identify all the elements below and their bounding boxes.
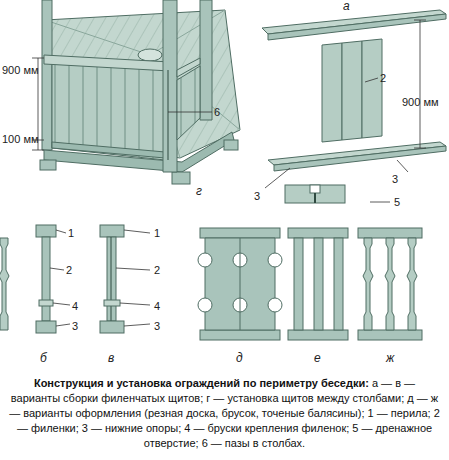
callout-number: 4 — [154, 300, 160, 312]
caption-block: Конструкция и установка ограждений по пе… — [8, 376, 441, 451]
figure-letter: д — [236, 352, 243, 364]
callout-number: 100 мм — [2, 133, 39, 145]
callout-number: 5 — [394, 196, 400, 208]
callout-number: 3 — [392, 173, 398, 185]
caption-title: Конструкция и установка ограждений по пе… — [34, 377, 369, 389]
figure-letter: а — [343, 0, 350, 12]
illustration — [0, 0, 449, 370]
callout-number: 1 — [154, 227, 160, 239]
callout-number: 1 — [68, 227, 74, 239]
callout-number: 900 мм — [402, 96, 439, 108]
callout-number: 2 — [154, 264, 160, 276]
callout-number: 3 — [72, 320, 78, 332]
callout-number: 3 — [154, 320, 160, 332]
callout-number: 3 — [254, 190, 260, 202]
callout-number: 2 — [66, 264, 72, 276]
figure-letter: в — [108, 352, 114, 364]
figure-letter: б — [40, 352, 47, 364]
figure-letter: г — [196, 185, 202, 197]
figure-letter: ж — [386, 352, 394, 364]
figure-letter: е — [314, 352, 321, 364]
callout-number: 900 мм — [2, 64, 39, 76]
callout-number: 4 — [72, 300, 78, 312]
callout-number: 2 — [380, 72, 386, 84]
callout-number: 6 — [214, 106, 220, 118]
